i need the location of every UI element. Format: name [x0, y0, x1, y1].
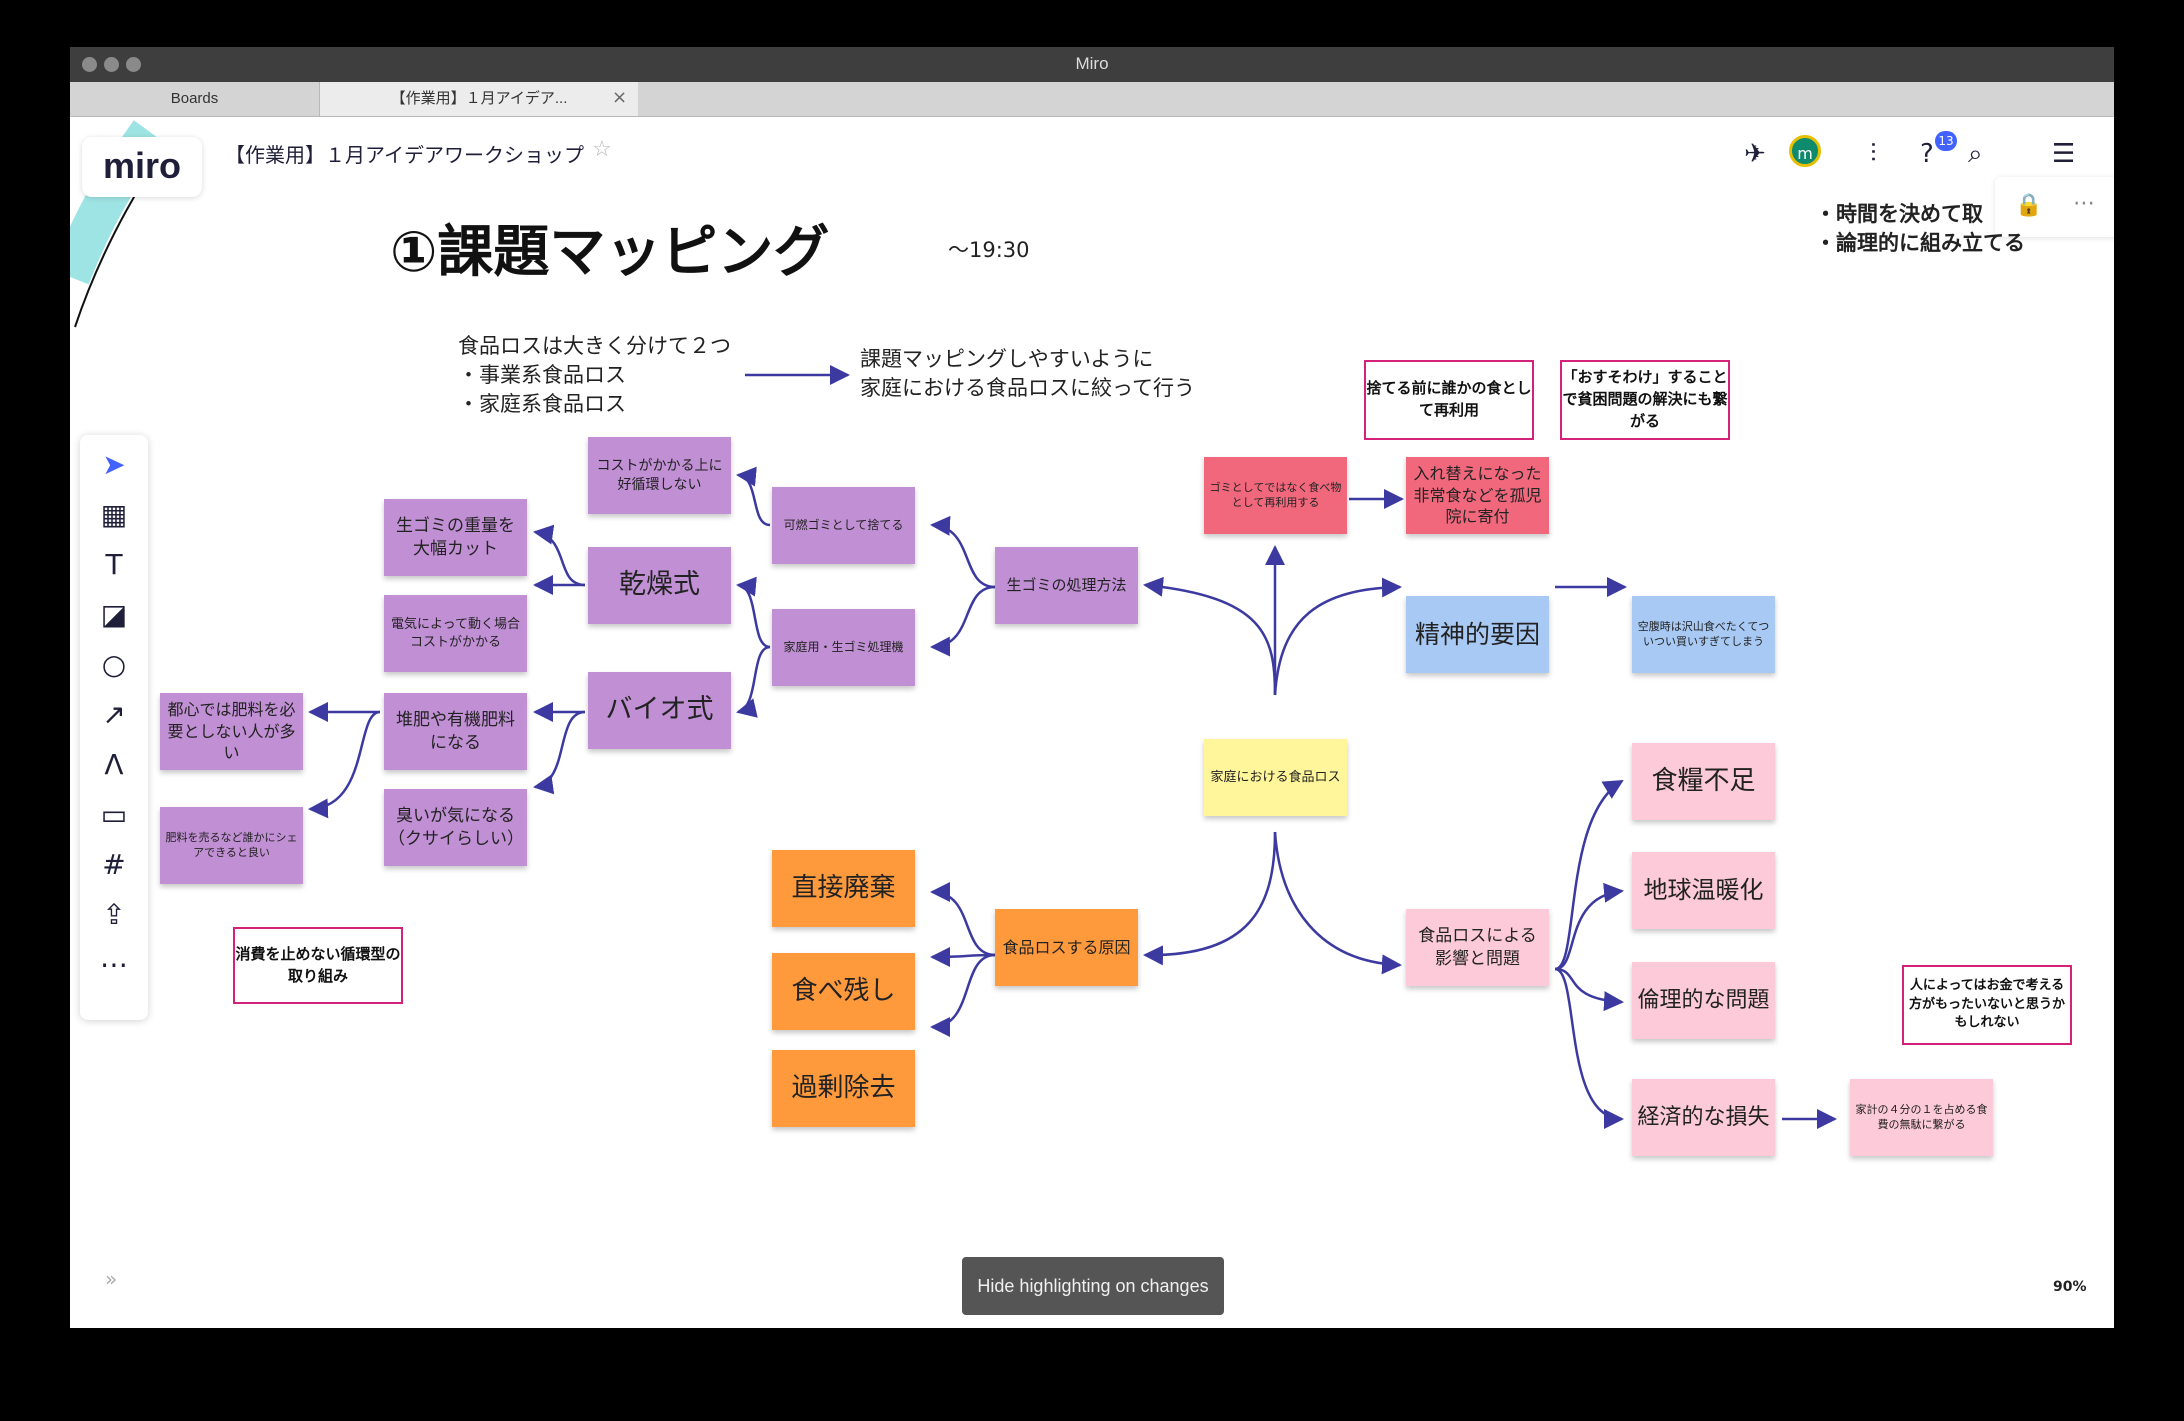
sticky-hungry[interactable]: 空腹時は沢山食べたくてついつい買いすぎてしまう	[1632, 596, 1775, 673]
search-icon[interactable]: ⌕	[1968, 139, 1983, 169]
sticky-dry[interactable]: 乾燥式	[588, 547, 731, 624]
pen-tool-icon[interactable]: Λ	[104, 748, 124, 781]
more-icon[interactable]: ⋯	[2073, 191, 2095, 216]
box-before-discard[interactable]: 捨てる前に誰かの食として再利用	[1364, 360, 1534, 440]
sticky-economic[interactable]: 経済的な損失	[1632, 1079, 1775, 1156]
sticky-center[interactable]: 家庭における食品ロス	[1204, 739, 1347, 816]
select-tool-icon[interactable]: ➤	[102, 448, 126, 481]
close-window-button[interactable]	[82, 57, 97, 72]
board-panel: 🔒 ⋯	[1995, 177, 2114, 237]
sticky-compost[interactable]: 堆肥や有機肥料になる	[384, 693, 527, 770]
tab-board-label: 【作業用】１月アイデア...	[390, 90, 568, 107]
sticky-disposal-method[interactable]: 生ゴミの処理方法	[995, 547, 1138, 624]
sticky-home-processor[interactable]: 家庭用・生ゴミ処理機	[772, 609, 915, 686]
maximize-window-button[interactable]	[126, 57, 141, 72]
reactions-icon[interactable]: ✈	[1744, 139, 1766, 169]
sticky-electric-cost[interactable]: 電気によって動く場合コストがかかる	[384, 595, 527, 672]
notes-panel-icon[interactable]: ☰	[2052, 139, 2076, 169]
tab-close-icon[interactable]: ×	[612, 87, 628, 108]
focus-text[interactable]: 課題マッピングしやすいように 家庭における食品ロスに絞って行う	[860, 347, 1195, 400]
box-osusowake[interactable]: 「おすそわけ」することで貧困問題の解決にも繋がる	[1560, 360, 1730, 440]
top-right-note[interactable]: ・時間を決めて取 ・論理的に組み立てる	[1815, 202, 2025, 255]
window-title: Miro	[1075, 54, 1109, 73]
sticky-bio[interactable]: バイオ式	[588, 672, 731, 749]
comment-tool-icon[interactable]: ▭	[100, 798, 128, 831]
box-circular[interactable]: 消費を止めない循環型の取り組み	[233, 927, 403, 1004]
sticky-reduce-weight[interactable]: 生ゴミの重量を大幅カット	[384, 499, 527, 576]
sticky-ethics[interactable]: 倫理的な問題	[1632, 962, 1775, 1039]
sticky-leftover[interactable]: 食べ残し	[772, 953, 915, 1030]
board-canvas[interactable]: miro 【作業用】１月アイデアワークショップ ☆ ✈ m ⫶ ? 13 ⌕ ☰…	[70, 117, 2114, 1328]
star-icon[interactable]: ☆	[592, 137, 612, 162]
sticky-note-icon[interactable]: ◪	[100, 598, 128, 631]
help-icon[interactable]: ?	[1920, 139, 1934, 169]
sticky-smell[interactable]: 臭いが気になる（クサイらしい）	[384, 789, 527, 866]
sticky-impact[interactable]: 食品ロスによる影響と問題	[1406, 909, 1549, 986]
avatar[interactable]: m	[1789, 135, 1821, 167]
sticky-food-shortage[interactable]: 食糧不足	[1632, 743, 1775, 820]
sticky-mental[interactable]: 精神的要因	[1406, 596, 1549, 673]
sticky-share[interactable]: 肥料を売るなど誰かにシェアできると良い	[160, 807, 303, 884]
box-money[interactable]: 人によってはお金で考える方がもったいないと思うかもしれない	[1902, 965, 2072, 1045]
intro-text[interactable]: 食品ロスは大きく分けて２つ ・事業系食品ロス ・家庭系食品ロス	[458, 334, 731, 416]
sticky-cost-cycle[interactable]: コストがかかる上に好循環しない	[588, 437, 731, 514]
connector-layer	[70, 120, 1837, 1129]
board-title[interactable]: 【作業用】１月アイデアワークショップ	[225, 143, 584, 167]
expand-sidebar-icon[interactable]: »	[105, 1267, 118, 1291]
sticky-urban[interactable]: 都心では肥料を必要としない人が多い	[160, 693, 303, 770]
frame-tool-icon[interactable]: #	[102, 848, 126, 881]
tab-boards[interactable]: Boards	[70, 82, 320, 116]
sticky-excess[interactable]: 過剰除去	[772, 1050, 915, 1127]
sticky-warming[interactable]: 地球温暖化	[1632, 852, 1775, 929]
sticky-reuse-food[interactable]: ゴミとしてではなく食べ物として再利用する	[1204, 457, 1347, 534]
sticky-household[interactable]: 家計の４分の１を占める食費の無駄に繋がる	[1850, 1079, 1993, 1156]
sticky-burnable[interactable]: 可燃ゴミとして捨てる	[772, 487, 915, 564]
notification-badge: 13	[1935, 131, 1957, 151]
zoom-level[interactable]: 90%	[2053, 1279, 2087, 1295]
upload-icon[interactable]: ⇪	[102, 898, 126, 931]
tab-board[interactable]: 【作業用】１月アイデア...	[320, 82, 638, 116]
text-tool-icon[interactable]: T	[105, 548, 123, 581]
app-window: Miro Boards 【作業用】１月アイデア... ×	[70, 47, 2114, 1328]
miro-logo[interactable]: miro	[82, 137, 202, 197]
sticky-causes[interactable]: 食品ロスする原因	[995, 909, 1138, 986]
sticky-donate[interactable]: 入れ替えになった非常食などを孤児院に寄付	[1406, 457, 1549, 534]
templates-icon[interactable]: ▦	[100, 498, 128, 531]
title-bar: Miro	[70, 47, 2114, 82]
more-tools-icon[interactable]: ⋯	[100, 948, 128, 981]
tab-bar: Boards 【作業用】１月アイデア... ×	[70, 82, 2114, 117]
hide-highlighting-button[interactable]: Hide highlighting on changes	[962, 1257, 1224, 1315]
sticky-direct[interactable]: 直接廃棄	[772, 850, 915, 927]
time-label[interactable]: 〜19:30	[948, 238, 1030, 262]
connector-tool-icon[interactable]: ↗	[102, 698, 126, 731]
minimize-window-button[interactable]	[104, 57, 119, 72]
settings-sliders-icon[interactable]: ⫶	[1870, 139, 1877, 169]
lock-icon[interactable]: 🔒	[2015, 193, 2043, 218]
board-heading[interactable]: ①課題マッピング	[390, 220, 830, 285]
shape-tool-icon[interactable]: ○	[101, 648, 127, 681]
tools-toolbar: ➤ ▦ T ◪ ○ ↗ Λ ▭ # ⇪ ⋯	[80, 435, 148, 1020]
